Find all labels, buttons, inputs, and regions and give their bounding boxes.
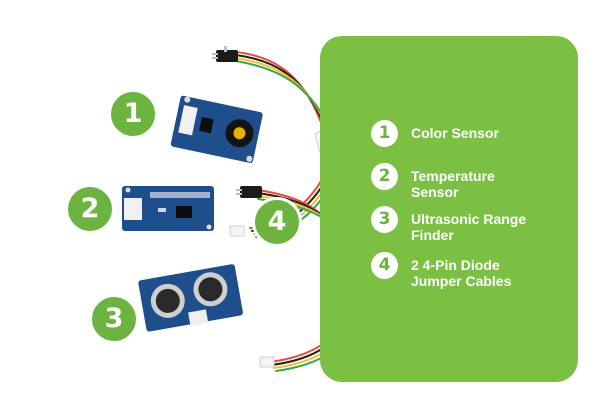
color-sensor-board	[170, 95, 263, 163]
legend-label: Color Sensor	[411, 125, 499, 141]
legend-label: 2 4-Pin Diode Jumper Cables	[411, 257, 512, 289]
temperature-sensor-board	[122, 186, 214, 231]
cable-plug-end-2	[259, 356, 275, 368]
legend-label: Temperature Sensor	[411, 168, 495, 200]
legend-number: 2	[371, 163, 398, 190]
ultrasonic-ranger-board	[138, 264, 243, 332]
badge-temperature-sensor: 2	[65, 184, 115, 234]
legend-number: 3	[371, 206, 398, 233]
legend-panel	[320, 36, 578, 382]
cable-connector-bottom	[236, 186, 262, 198]
cable-connector-top	[212, 46, 238, 62]
badge-ultrasonic: 3	[89, 294, 139, 344]
badge-cables: 4	[252, 197, 302, 247]
legend-number: 4	[371, 252, 398, 279]
legend-label: Ultrasonic Range Finder	[411, 211, 527, 243]
badge-color-sensor: 1	[108, 89, 158, 139]
legend-item-jumper-cables: 4 2 4-Pin Diode Jumper Cables	[371, 252, 561, 289]
legend-item-color-sensor: 1 Color Sensor	[371, 120, 561, 147]
legend-item-temperature-sensor: 2 Temperature Sensor	[371, 163, 561, 200]
legend-item-ultrasonic-range-finder: 3 Ultrasonic Range Finder	[371, 206, 561, 243]
cable-plug-end-1	[229, 225, 245, 237]
legend-number: 1	[371, 120, 398, 147]
